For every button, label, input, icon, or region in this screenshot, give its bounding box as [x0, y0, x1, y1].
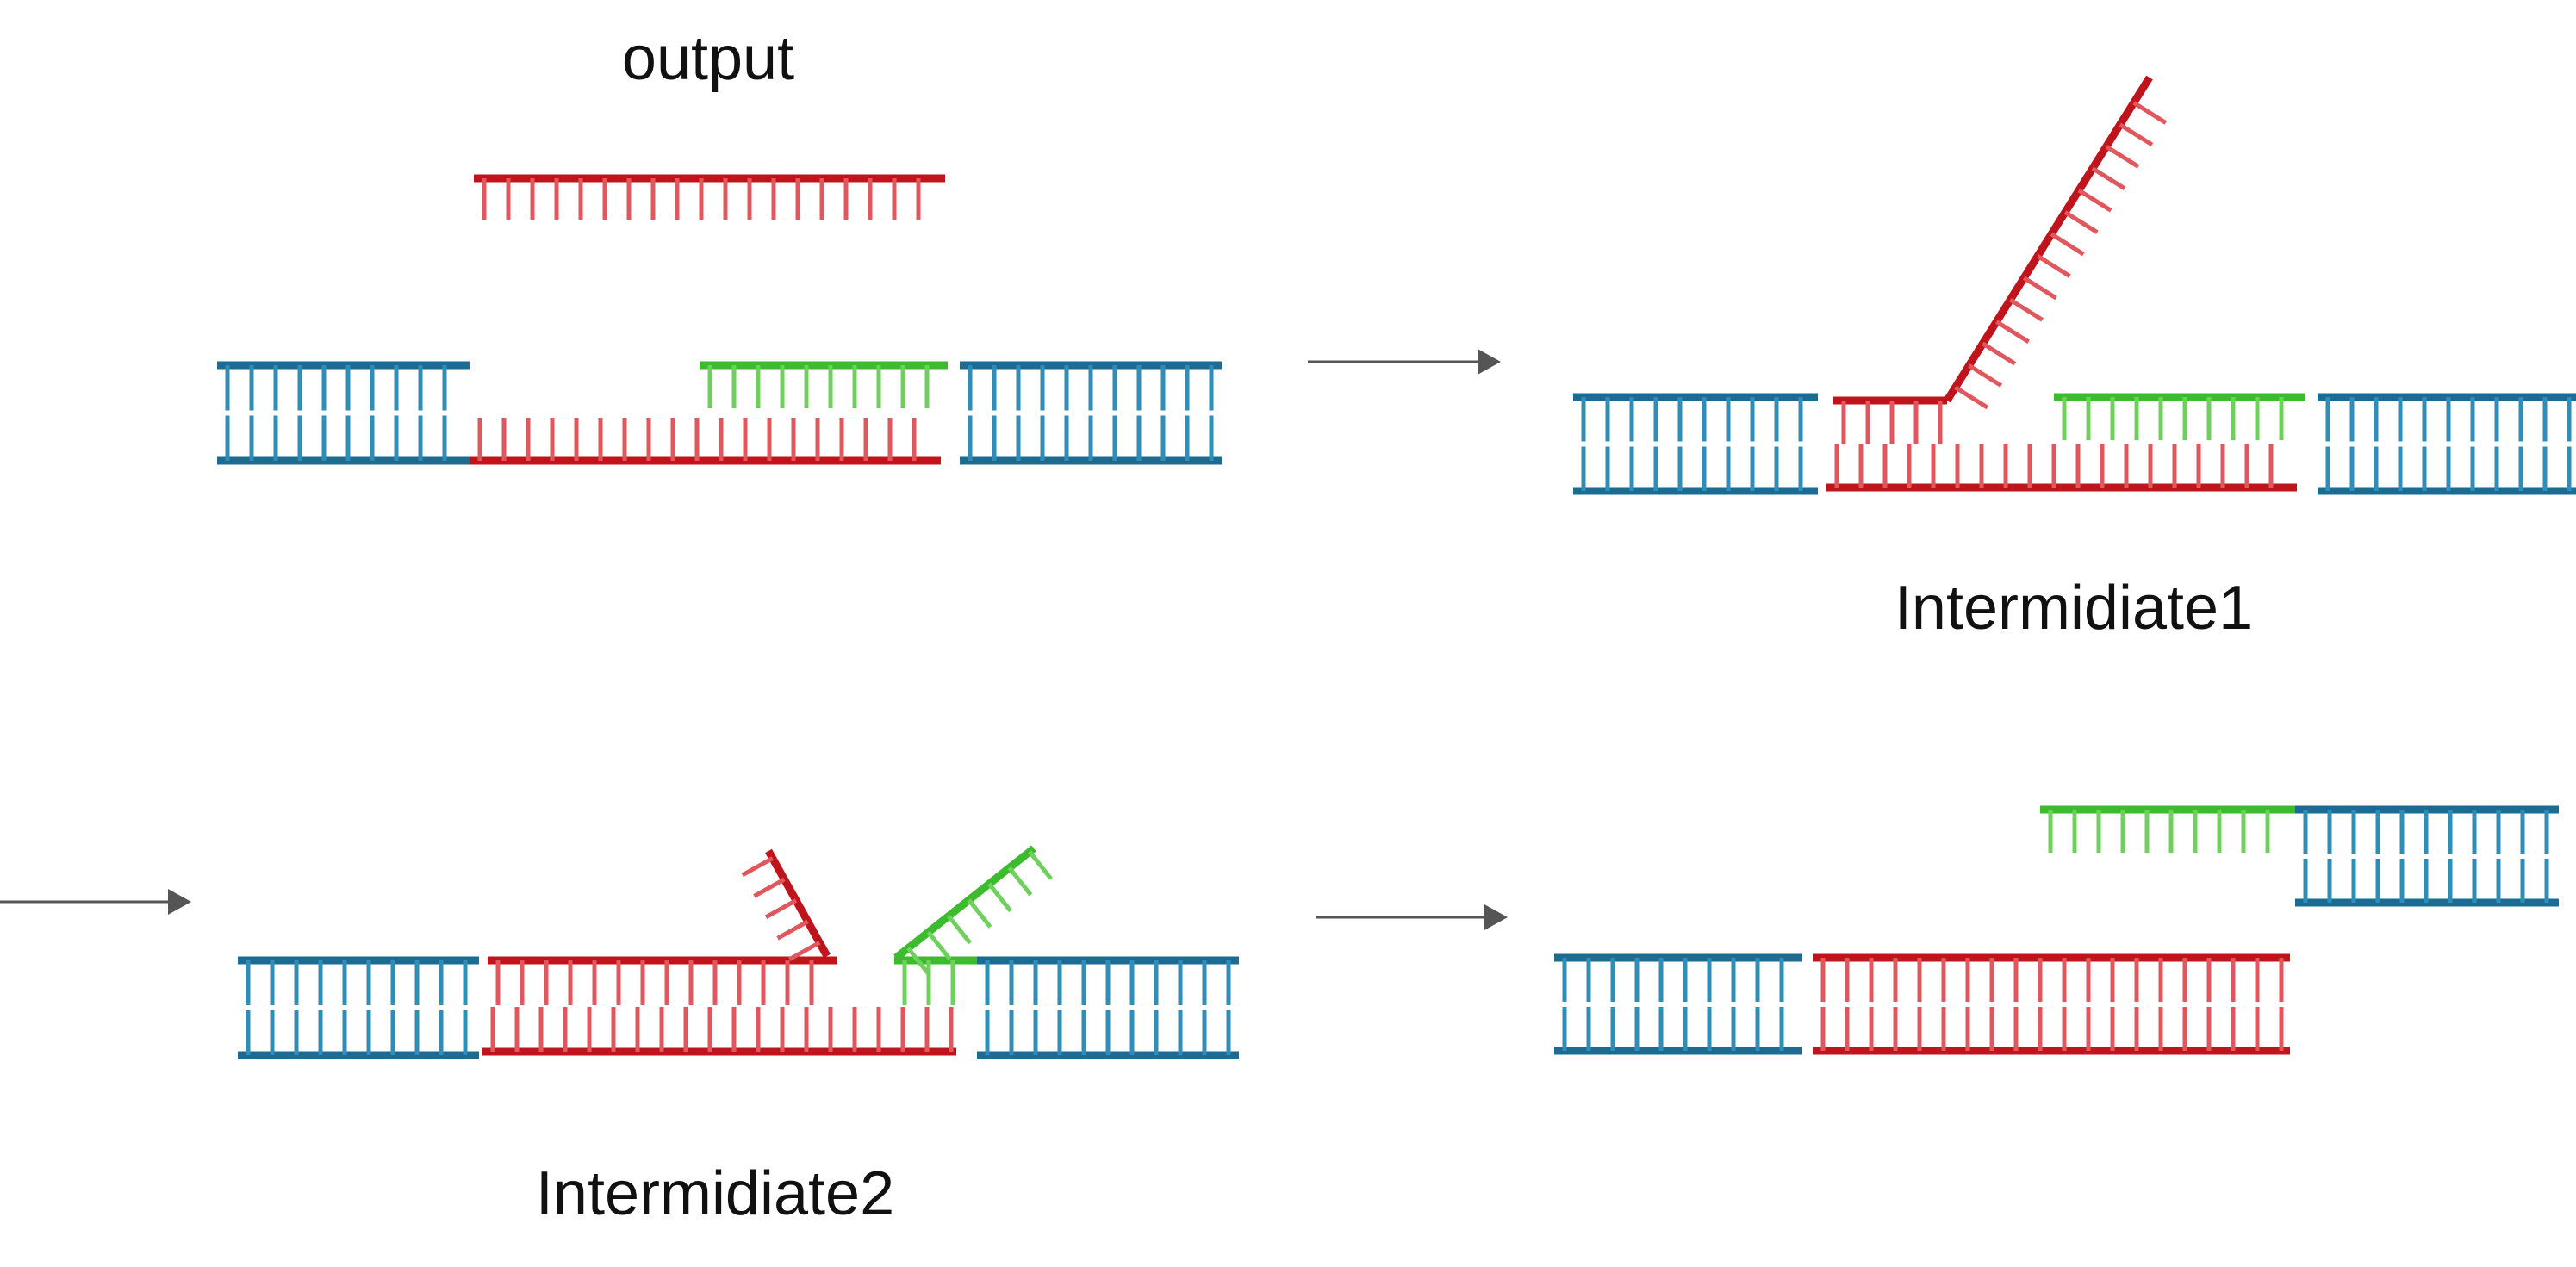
intermediate2-label: Intermidiate2: [536, 1159, 894, 1228]
output-label: output: [622, 24, 794, 93]
duplex-right-3: [977, 956, 1239, 1059]
duplex-red-4: [1813, 953, 2290, 1055]
duplex-right-2: [2318, 393, 2576, 495]
displaced-green-arm-3: [893, 845, 1053, 977]
gate-center-1: [470, 361, 948, 465]
duplex-right-1: [960, 361, 1222, 465]
arrow-1: [1308, 349, 1501, 375]
gate-center-3: [482, 956, 978, 1056]
output-strand: [474, 174, 945, 220]
intermediate1-label: Intermidiate1: [1895, 574, 2253, 643]
arrow-2: [0, 889, 191, 915]
invading-red-arm-2: [1944, 75, 2168, 410]
duplex-left-2: [1573, 393, 1818, 495]
arrow-3: [1316, 904, 1508, 930]
displaced-red-arm-3: [741, 848, 831, 961]
released-complex-4: [2040, 805, 2295, 853]
gate-center-2: [1826, 393, 2305, 492]
duplex-left-3: [238, 956, 479, 1059]
duplex-left-1: [217, 361, 470, 465]
duplex-upper-right-4: [2295, 805, 2559, 907]
duplex-left-4: [1554, 953, 1802, 1055]
